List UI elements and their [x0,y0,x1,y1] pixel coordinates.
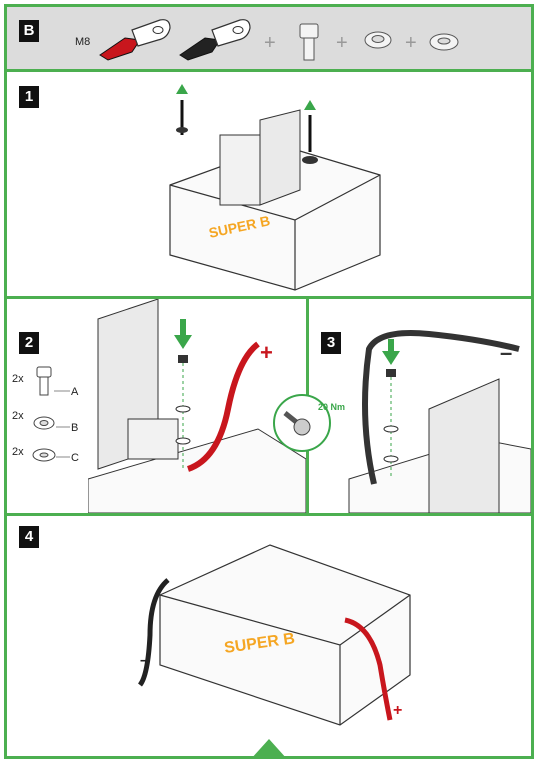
bolt-size-label: M8 [75,36,91,48]
part-letter-c: C [71,452,79,464]
step-badge-3: 3 [321,332,341,354]
step-badge-4: 4 [19,526,39,548]
next-page-arrow-icon[interactable] [251,739,287,759]
step1-battery-illustration: SUPER B [169,84,381,291]
torque-label: 20 Nm [318,402,346,412]
black-cable-lug-icon [179,19,251,61]
positive-sign: + [260,340,273,365]
parts-illustration [99,19,459,61]
step3-illustration [348,330,531,513]
negative-sign: – [140,652,149,669]
part-letter-b: B [71,422,79,434]
step-divider [7,296,531,299]
step-divider [7,513,531,516]
positive-sign: + [393,702,403,719]
plus-sign: + [264,32,276,54]
step4-battery-illustration: SUPER B [137,544,411,726]
spring-washer-icon [364,31,392,49]
plus-sign: + [405,32,417,54]
step2-illustration [88,299,306,513]
red-cable-lug-icon [99,19,171,61]
torque-wrench-icon [273,394,331,452]
flat-washer-icon [429,33,459,51]
parts-legend-icons [32,366,70,462]
negative-sign: – [500,340,513,365]
part-qty: 2x [12,373,24,385]
section-badge-b: B [19,20,39,42]
part-qty: 2x [12,410,24,422]
plus-sign: + [336,32,348,54]
header-divider [7,69,531,72]
part-qty: 2x [12,446,24,458]
step-badge-1: 1 [19,86,39,108]
bolt-icon [299,23,319,61]
part-letter-a: A [71,386,79,398]
step-badge-2: 2 [19,332,39,354]
